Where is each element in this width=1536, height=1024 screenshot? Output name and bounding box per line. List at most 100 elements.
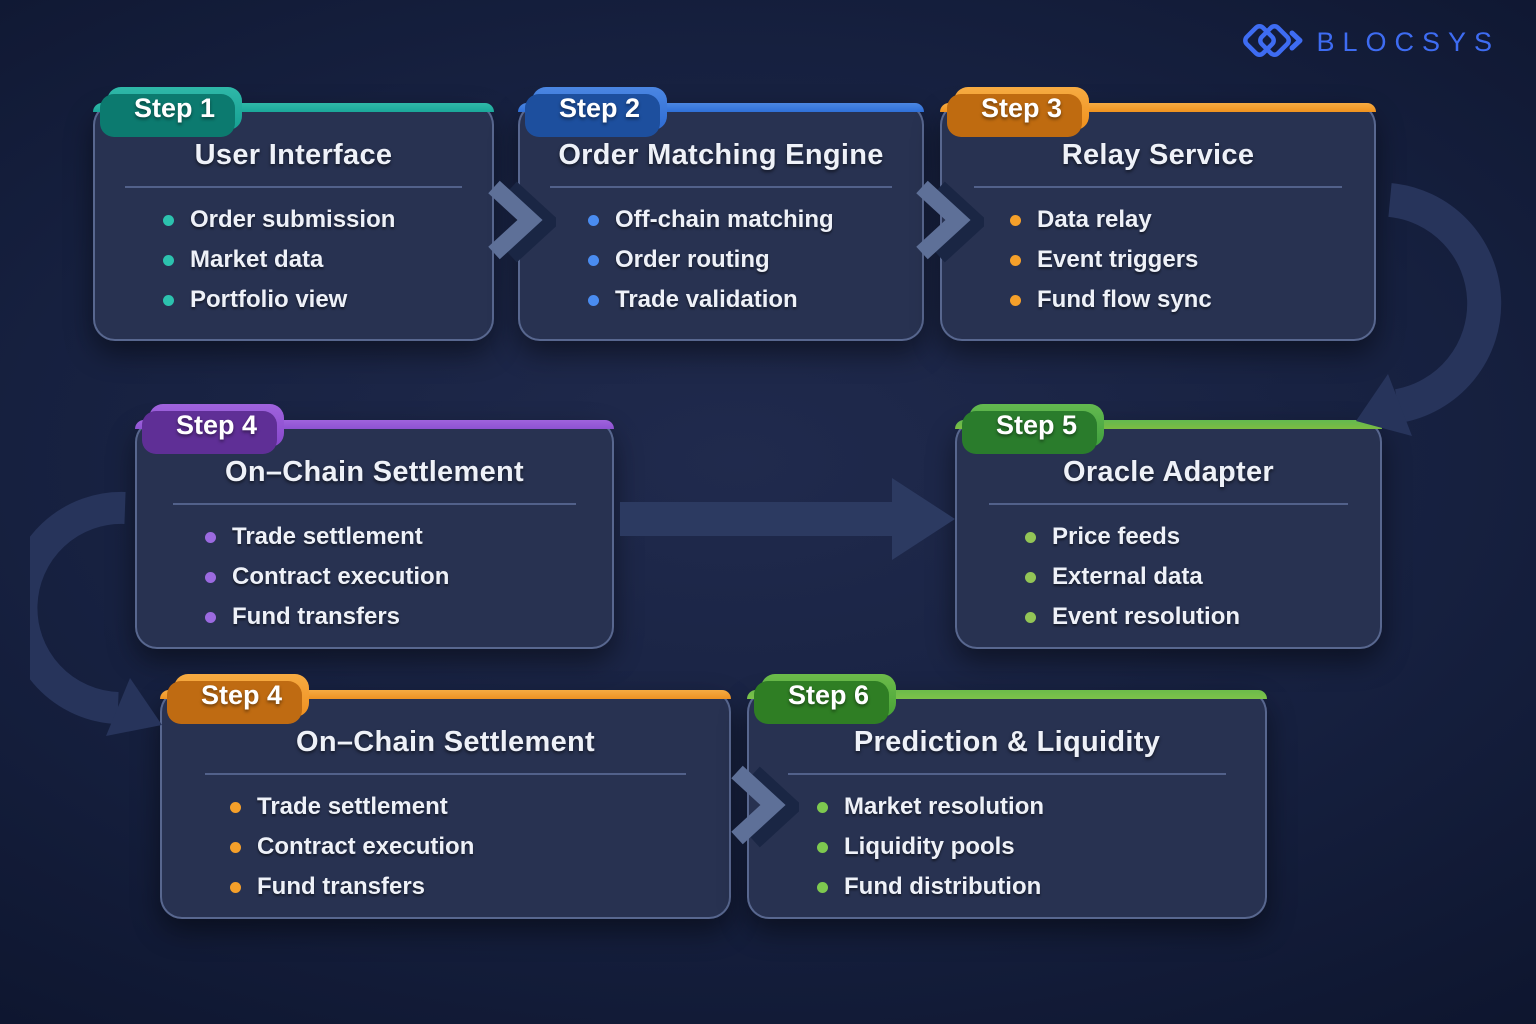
step-badge: Step 2 [532, 87, 668, 130]
bullet-dot [205, 531, 216, 543]
list-item-label: Market resolution [844, 793, 1045, 820]
feature-list: Off-chain matching Order routing Trade v… [520, 206, 922, 314]
bullet-dot [163, 294, 174, 306]
step-badge: Step 3 [954, 87, 1090, 130]
bullet-dot [588, 254, 599, 266]
feature-list: Trade settlement Contract execution Fund… [162, 793, 729, 901]
list-item-label: Trade settlement [232, 523, 423, 550]
bullet-dot [230, 801, 241, 813]
list-item-label: Contract execution [232, 563, 450, 590]
feature-list: Trade settlement Contract execution Fund… [137, 523, 612, 631]
step-badge: Step 6 [761, 674, 897, 717]
list-item: Contract execution [205, 563, 592, 591]
list-item-label: Fund transfers [257, 873, 426, 900]
bullet-dot [163, 254, 174, 266]
list-item: Fund distribution [817, 873, 1245, 901]
step-card-6-prediction-liquidity: Step 6 Prediction & Liquidity Market res… [747, 674, 1267, 919]
step-badge: Step 4 [149, 404, 285, 447]
bullet-dot [1025, 611, 1036, 623]
bullet-dot [230, 881, 241, 893]
list-item-label: Price feeds [1052, 523, 1181, 550]
step-card-3-relay-service: Step 3 Relay Service Data relay Event tr… [940, 87, 1376, 341]
blocsys-logo: BLOCSYS [1240, 16, 1500, 68]
divider [787, 773, 1227, 775]
step-badge: Step 4 [174, 674, 310, 717]
list-item-label: External data [1052, 563, 1203, 590]
bullet-dot [817, 881, 828, 893]
list-item-label: Fund flow sync [1037, 286, 1212, 313]
list-item: Data relay [1010, 206, 1354, 234]
bullet-dot [817, 841, 828, 853]
list-item: Off-chain matching [588, 206, 902, 234]
card-title: User Interface [194, 139, 393, 171]
feature-list: Order submission Market data Portfolio v… [95, 206, 492, 314]
list-item-label: Event triggers [1037, 246, 1199, 273]
list-item: Liquidity pools [817, 833, 1245, 861]
card-accent-strip [518, 103, 924, 112]
list-item-label: Order routing [615, 246, 770, 273]
divider [550, 186, 892, 188]
list-item: Fund transfers [230, 873, 709, 901]
list-item-label: Order submission [190, 206, 396, 233]
card-title: On–Chain Settlement [225, 456, 524, 488]
card-title: Oracle Adapter [1062, 456, 1275, 488]
list-item-label: Data relay [1037, 206, 1152, 233]
card-accent-strip [93, 103, 494, 112]
step-card-1-user-interface: Step 1 User Interface Order submission M… [93, 87, 494, 341]
bullet-dot [1010, 254, 1021, 266]
card-title: Prediction & Liquidity [853, 726, 1161, 758]
divider [172, 503, 577, 505]
list-item: Price feeds [1025, 523, 1360, 551]
list-item-label: Trade settlement [257, 793, 448, 820]
bullet-dot [588, 294, 599, 306]
list-item-label: Contract execution [257, 833, 475, 860]
bullet-dot [163, 214, 174, 226]
divider [204, 773, 687, 775]
list-item-label: Fund transfers [232, 603, 401, 630]
card-accent-strip [135, 420, 614, 429]
bullet-dot [1010, 214, 1021, 226]
list-item: Contract execution [230, 833, 709, 861]
card-title: Order Matching Engine [558, 139, 884, 171]
list-item: Market data [163, 246, 472, 274]
step-card-4b-on-chain-settlement: Step 4 On–Chain Settlement Trade settlem… [160, 674, 731, 919]
card-accent-strip [940, 103, 1376, 112]
list-item-label: Off-chain matching [615, 206, 834, 233]
list-item: Order routing [588, 246, 902, 274]
list-item-label: Event resolution [1052, 603, 1241, 630]
bullet-dot [588, 214, 599, 226]
list-item: Trade settlement [205, 523, 592, 551]
step-card-5-oracle-adapter: Step 5 Oracle Adapter Price feeds Extern… [955, 404, 1382, 649]
card-accent-strip [160, 690, 731, 699]
step-badge: Step 1 [107, 87, 243, 130]
list-item: Trade settlement [230, 793, 709, 821]
bullet-dot [205, 611, 216, 623]
list-item: Portfolio view [163, 286, 472, 314]
bullet-dot [230, 841, 241, 853]
card-accent-strip [955, 420, 1382, 429]
straight-arrow-step4-step5 [620, 478, 955, 560]
curved-arrow-step3-step5 [1356, 183, 1502, 436]
list-item-label: Liquidity pools [844, 833, 1015, 860]
list-item-label: Fund distribution [844, 873, 1042, 900]
list-item: Fund transfers [205, 603, 592, 631]
step-badge: Step 5 [969, 404, 1105, 447]
divider [124, 186, 463, 188]
step-card-4-on-chain-settlement: Step 4 On–Chain Settlement Trade settlem… [135, 404, 614, 649]
list-item-label: Trade validation [615, 286, 798, 313]
feature-list: Price feeds External data Event resoluti… [957, 523, 1380, 631]
list-item: Market resolution [817, 793, 1245, 821]
list-item: Event triggers [1010, 246, 1354, 274]
step-card-2-order-matching-engine: Step 2 Order Matching Engine Off-chain m… [518, 87, 924, 341]
bullet-dot [1025, 531, 1036, 543]
logo-text: BLOCSYS [1316, 26, 1500, 57]
bullet-dot [205, 571, 216, 583]
bullet-dot [1025, 571, 1036, 583]
feature-list: Data relay Event triggers Fund flow sync [942, 206, 1374, 314]
divider [974, 186, 1342, 188]
list-item-label: Market data [190, 246, 324, 273]
list-item: Order submission [163, 206, 472, 234]
divider [988, 503, 1349, 505]
card-title: On–Chain Settlement [296, 726, 595, 758]
